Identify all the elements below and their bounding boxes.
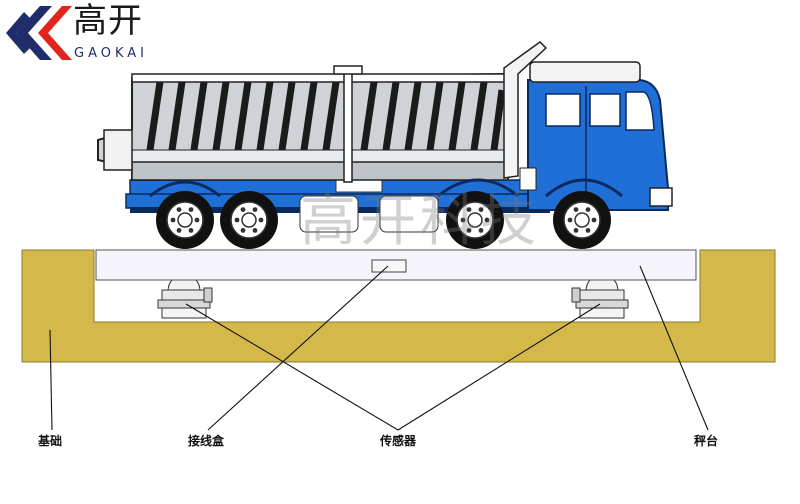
leader-junction-box xyxy=(207,265,389,431)
load-cell-right xyxy=(571,275,629,319)
label-foundation: 基础 xyxy=(38,434,63,448)
leader-lines xyxy=(49,265,709,431)
label-load-cell: 传感器 xyxy=(380,434,417,448)
watermark: 高开科技 xyxy=(300,189,540,254)
foundation xyxy=(21,249,776,363)
junction-box xyxy=(371,259,407,273)
wheel-icon xyxy=(553,191,611,249)
wheel-icon xyxy=(220,191,278,249)
leader-foundation xyxy=(49,329,53,431)
wheel-icon xyxy=(156,191,214,249)
logo-icon xyxy=(6,6,72,60)
leader-load-cell-right xyxy=(397,303,601,431)
leader-platform xyxy=(639,265,709,431)
dump-truck xyxy=(97,41,673,233)
wheel-icon xyxy=(446,191,504,249)
leader-load-cell-left xyxy=(185,303,399,431)
label-junction-box: 接线盒 xyxy=(188,434,225,448)
logo-chinese-text: 高开 xyxy=(73,1,143,41)
truck-wheels xyxy=(156,191,611,249)
logo-english-text: GAOKAI xyxy=(74,46,148,61)
load-cell-left xyxy=(157,275,213,319)
label-platform: 秤台 xyxy=(694,434,719,448)
